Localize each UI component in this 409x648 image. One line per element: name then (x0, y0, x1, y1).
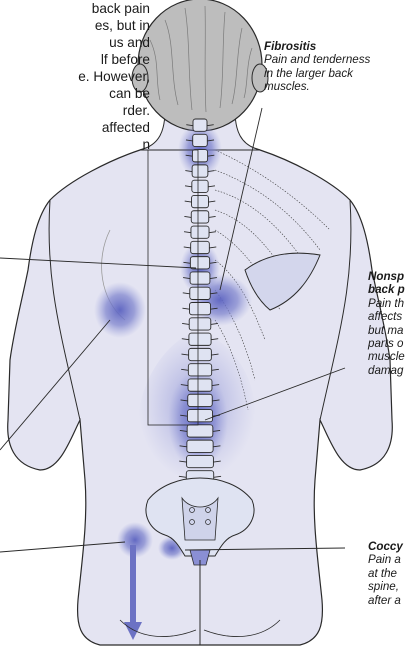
vertebra (191, 211, 209, 223)
vertebra (192, 180, 208, 192)
fibrositis-desc-line: in the larger back (264, 67, 370, 80)
intro-line: rder. (0, 102, 150, 119)
vertebra (190, 287, 210, 299)
vertebra (187, 440, 213, 452)
vertebra (187, 410, 212, 422)
vertebra (188, 379, 212, 391)
vertebra (187, 425, 213, 437)
fibrositis-desc-line: muscles. (264, 80, 370, 93)
coccydynia-title: Coccy (368, 540, 403, 553)
nonspecific-title-line: Nonsp (368, 270, 405, 283)
vertebra (192, 150, 207, 162)
nonspecific-desc-line: Pain th (368, 297, 405, 310)
vertebra (192, 195, 209, 207)
intro-line: n (0, 136, 150, 153)
coccydynia-desc-line: after a (368, 594, 403, 607)
intro-line: affected (0, 119, 150, 136)
coccydynia-label: Coccy Pain a at the spine, after a (368, 540, 403, 607)
vertebra (192, 165, 208, 177)
nonspecific-desc-line: muscle (368, 350, 405, 363)
vertebra (193, 119, 207, 131)
nonspecific-label: Nonsp back p Pain th affects but ma part… (368, 270, 405, 377)
vertebra (187, 455, 214, 467)
vertebra (189, 318, 211, 330)
coccydynia-desc-line: at the (368, 567, 403, 580)
fibrositis-desc-line: Pain and tenderness (264, 53, 370, 66)
vertebra (193, 134, 208, 146)
vertebra (190, 303, 211, 315)
nonspecific-desc-line: affects (368, 310, 405, 323)
vertebra (189, 348, 212, 360)
intro-text: back pain es, but in us and lf before e.… (0, 0, 150, 153)
intro-line: lf before (0, 51, 150, 68)
coccydynia-desc-line: spine, (368, 580, 403, 593)
intro-line: e. However, (0, 68, 150, 85)
vertebra (189, 333, 211, 345)
intro-line: es, but in (0, 17, 150, 34)
vertebra (191, 226, 209, 238)
intro-line: us and (0, 34, 150, 51)
vertebra (190, 272, 210, 284)
nonspecific-title-line: back p (368, 283, 405, 296)
vertebra (188, 394, 213, 406)
nonspecific-desc-line: but ma (368, 324, 405, 337)
fibrositis-label: Fibrositis Pain and tenderness in the la… (264, 40, 370, 94)
coccydynia-desc-line: Pain a (368, 553, 403, 566)
nonspecific-desc-line: damag (368, 364, 405, 377)
vertebra (188, 364, 211, 376)
fibrositis-title: Fibrositis (264, 40, 370, 53)
vertebra (191, 241, 210, 253)
nonspecific-desc-line: parts o (368, 337, 405, 350)
intro-line: back pain (0, 0, 150, 17)
vertebra (190, 257, 209, 269)
intro-line: can be (0, 85, 150, 102)
